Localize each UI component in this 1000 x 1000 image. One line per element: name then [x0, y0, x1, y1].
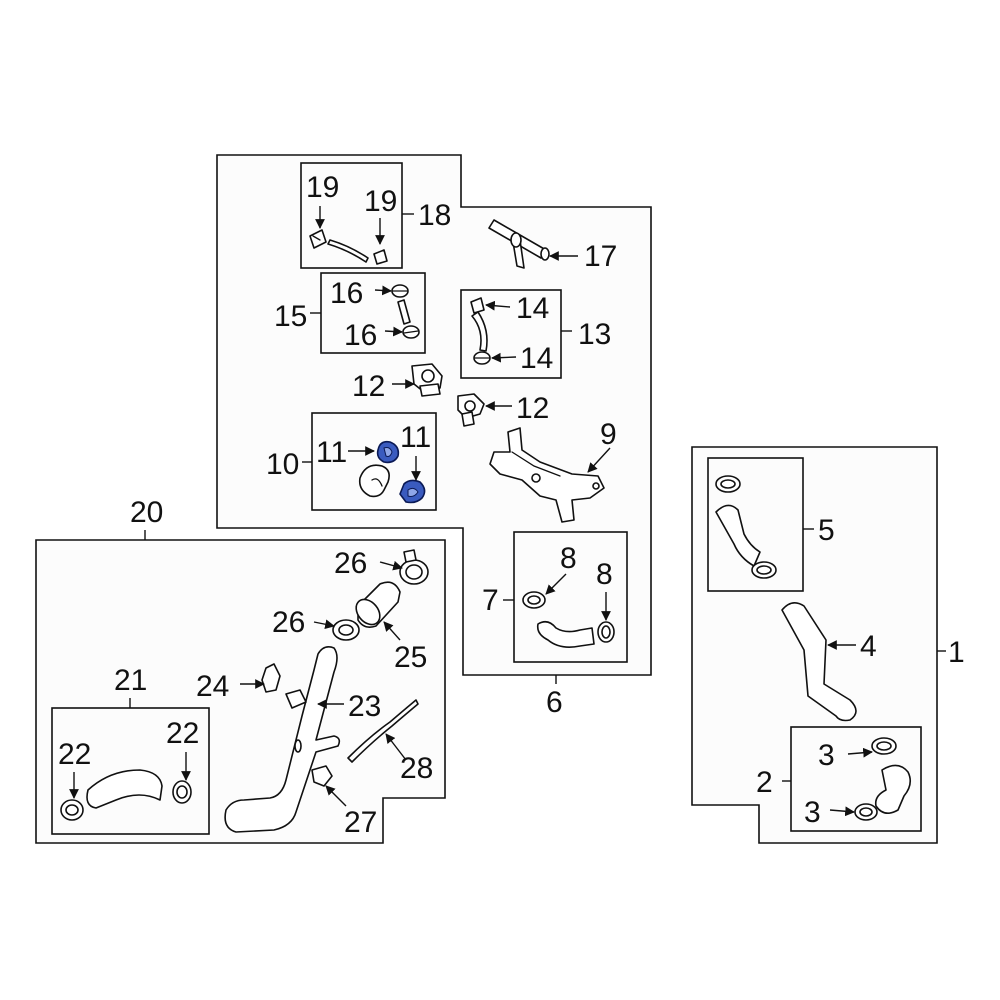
- callout-13: 13: [578, 318, 611, 351]
- clamp-part-19b: [373, 249, 388, 265]
- clamp-part-8b: [597, 621, 615, 643]
- clamp-part-8a: [522, 591, 546, 609]
- clamp-part-3b: [854, 803, 878, 821]
- callout-4: 4: [860, 630, 877, 663]
- callout-19b: 19: [364, 185, 397, 218]
- callout-26b: 26: [272, 606, 305, 639]
- hose-part-7: [536, 620, 595, 648]
- hose-part-21: [86, 769, 163, 809]
- pipe-part-17: [488, 219, 550, 269]
- callout-12b: 12: [516, 392, 549, 425]
- group-2-box: [790, 726, 922, 832]
- callout-11b: 11: [400, 421, 431, 454]
- callout-22b: 22: [166, 717, 199, 750]
- callout-3b: 3: [804, 796, 821, 829]
- callout-24: 24: [196, 670, 229, 703]
- callout-17: 17: [584, 240, 617, 273]
- callout-6: 6: [546, 686, 563, 719]
- pipe-part-23: [224, 646, 341, 833]
- clamp-part-11a: [376, 440, 400, 464]
- housing-part-9: [489, 427, 605, 523]
- hose-part-28: [347, 699, 419, 763]
- group-6-frame: [216, 154, 652, 676]
- callout-20: 20: [130, 496, 163, 529]
- callout-12a: 12: [352, 370, 385, 403]
- hose-part-15: [397, 299, 411, 325]
- hose-part-2: [874, 764, 912, 814]
- callout-10: 10: [266, 448, 299, 481]
- callout-14a: 14: [516, 292, 549, 325]
- callout-7: 7: [482, 584, 499, 617]
- group-18-box: [300, 162, 403, 269]
- hose-part-13: [471, 311, 488, 352]
- callout-16a: 16: [330, 277, 363, 310]
- hose-part-25: [355, 581, 401, 628]
- hose-part-10: [358, 464, 390, 498]
- clamp-part-22a: [60, 799, 84, 821]
- callout-8b: 8: [596, 558, 613, 591]
- callout-9: 9: [600, 418, 617, 451]
- callout-5: 5: [818, 514, 835, 547]
- clamp-part-14a: [470, 297, 485, 314]
- callout-27: 27: [344, 806, 377, 839]
- clamp-part-22b: [172, 780, 192, 804]
- group-7-box: [513, 531, 628, 663]
- callout-16b: 16: [344, 319, 377, 352]
- valve-part-12a: [411, 363, 443, 397]
- callout-28: 28: [400, 752, 433, 785]
- clamp-part-5b: [751, 561, 777, 579]
- valve-part-12b: [457, 393, 485, 427]
- callout-18: 18: [418, 199, 451, 232]
- hose-part-4: [781, 602, 857, 722]
- fitting-part-27: [311, 765, 333, 787]
- group-20-frame: [35, 539, 446, 844]
- callout-23: 23: [348, 690, 381, 723]
- callout-19a: 19: [306, 171, 339, 204]
- clamp-part-11b: [399, 479, 426, 504]
- callout-25: 25: [394, 641, 427, 674]
- group-13-box: [460, 289, 562, 379]
- callout-14b: 14: [520, 342, 553, 375]
- callout-3a: 3: [818, 739, 835, 772]
- clamp-part-16b: [402, 325, 420, 339]
- callout-22a: 22: [58, 738, 91, 771]
- callout-15: 15: [274, 300, 307, 333]
- callout-labels: 19 19 18 17 16 15 16 14 13 14 12 12 9 11…: [58, 171, 965, 839]
- clamp-part-26b: [332, 619, 360, 641]
- callout-8a: 8: [560, 542, 577, 575]
- clamp-part-14b: [473, 351, 491, 365]
- clamp-part-19a: [309, 229, 327, 249]
- callout-21: 21: [114, 664, 147, 697]
- clamp-part-16a: [391, 284, 409, 298]
- group-5-box: [707, 457, 804, 592]
- callout-26a: 26: [334, 547, 367, 580]
- clamp-part-3a: [871, 737, 897, 755]
- hose-part-18: [327, 239, 369, 263]
- leader-lines: [69, 206, 946, 817]
- clamp-part-5a: [715, 475, 741, 493]
- clamp-part-26a: [399, 549, 429, 585]
- callout-1: 1: [948, 636, 965, 669]
- callout-2: 2: [756, 766, 773, 799]
- callout-11a: 11: [316, 436, 347, 469]
- hose-part-5: [715, 504, 761, 567]
